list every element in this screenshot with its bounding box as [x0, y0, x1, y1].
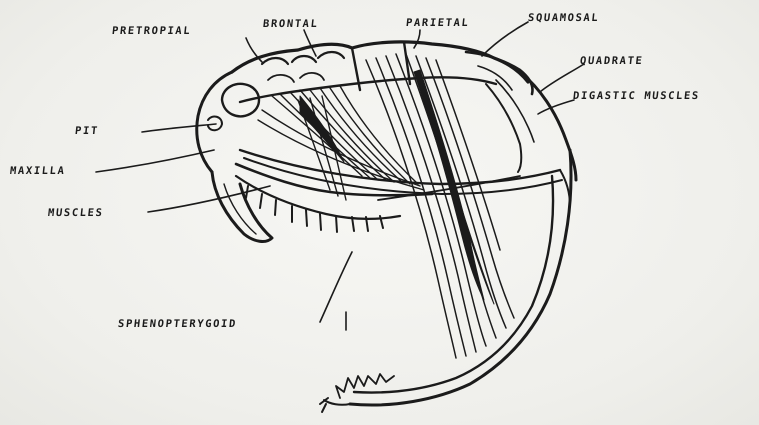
- leader-digastric: [538, 100, 574, 114]
- label-quadrate: QUADRATE: [579, 55, 644, 67]
- descending-muscle-band: [366, 54, 514, 358]
- mandible-tip: [320, 398, 350, 412]
- label-parietal: PARIETAL: [405, 17, 470, 29]
- mandible-teeth: [336, 374, 394, 398]
- leader-sphenopterygoid: [320, 252, 352, 322]
- pterygoid-bar-lower: [244, 158, 562, 194]
- leader-brontal: [304, 30, 316, 56]
- leader-maxilla: [96, 150, 214, 172]
- label-pit: PIT: [74, 125, 99, 137]
- label-maxilla: MAXILLA: [9, 165, 66, 177]
- squamosal-inner: [478, 66, 512, 90]
- mandible-hinge: [560, 170, 570, 206]
- label-pretropial: PRETROPIAL: [111, 25, 191, 37]
- eye-socket: [222, 84, 259, 116]
- leader-squamosal: [482, 22, 528, 56]
- frontal-bone-blocks: [268, 73, 324, 82]
- label-sphenopterygoid: SPHENOPTERYGOID: [117, 318, 237, 330]
- skull-roof-lower-edge: [240, 77, 496, 102]
- snout-outline: [197, 72, 232, 172]
- leader-pit: [142, 124, 216, 132]
- digastric-muscle: [486, 84, 521, 172]
- label-squamosal: SQUAMOSAL: [527, 12, 600, 24]
- leader-parietal: [414, 30, 420, 48]
- label-brontal: BRONTAL: [262, 18, 319, 30]
- mandible-inner: [354, 176, 553, 392]
- dark-muscle-strip-2: [456, 190, 494, 304]
- leader-muscles: [148, 186, 270, 212]
- leader-quadrate: [540, 64, 584, 92]
- label-muscles: MUSCLES: [47, 207, 104, 219]
- mandible-outer: [350, 150, 571, 405]
- label-digastric-muscles: DIGASTIC MUSCLES: [572, 90, 700, 102]
- fang: [212, 172, 272, 241]
